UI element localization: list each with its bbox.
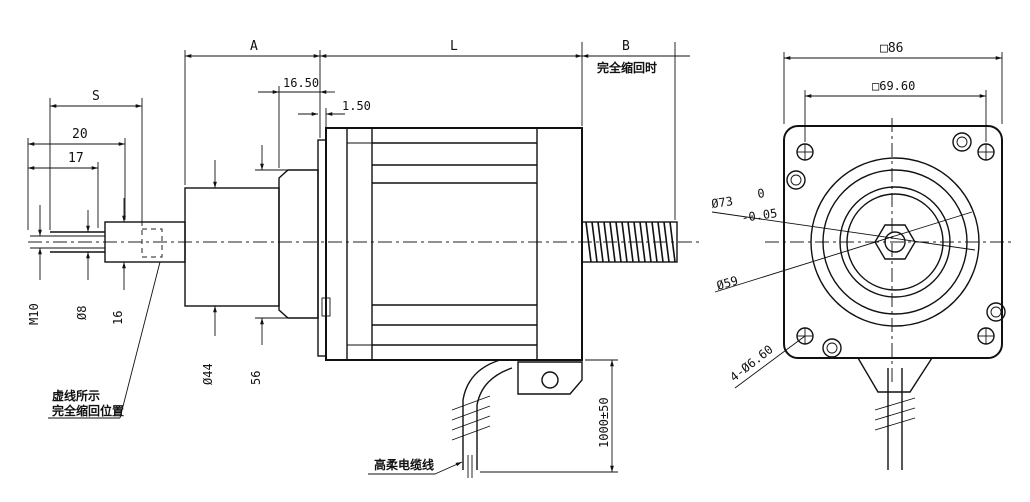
dim-56: 56 bbox=[249, 371, 263, 385]
thread-line bbox=[633, 221, 640, 263]
dim-17: 17 bbox=[68, 151, 84, 166]
dim-phi44: Ø44 bbox=[201, 363, 215, 385]
note-dashed-shows: 虚线所示 bbox=[52, 388, 100, 403]
front-housing bbox=[184, 187, 280, 307]
circle-59 bbox=[839, 186, 951, 298]
thread-line bbox=[627, 221, 634, 263]
cable-bracket bbox=[517, 361, 583, 395]
note-cable: 高柔电缆线 bbox=[374, 457, 434, 472]
retracted-rod-hidden bbox=[141, 228, 163, 258]
cable bbox=[451, 359, 513, 478]
side-view: A L B 完全缩回时 16.50 1.50 S 20 bbox=[27, 39, 700, 478]
dim-A: A bbox=[250, 39, 258, 54]
note-retracted-full: 完全缩回时 bbox=[597, 60, 657, 75]
mounting-holes bbox=[796, 143, 995, 345]
dim-phi73-tol-lower: -0.05 bbox=[740, 206, 778, 225]
thread-line bbox=[609, 221, 616, 263]
dim-cable-length: 1000±50 bbox=[597, 397, 611, 448]
hex-nut bbox=[874, 224, 916, 260]
dim-phi59: Ø59 bbox=[715, 273, 740, 292]
dim-1-50: 1.50 bbox=[342, 99, 371, 113]
end-square-body bbox=[783, 125, 1003, 359]
dim-M10: M10 bbox=[27, 303, 41, 325]
screws bbox=[786, 132, 1006, 358]
output-rod bbox=[40, 221, 186, 263]
thread-line bbox=[621, 221, 628, 263]
motor-body bbox=[325, 127, 583, 361]
thread-line bbox=[657, 221, 664, 263]
dim-phi8: Ø8 bbox=[75, 306, 89, 320]
thread-line bbox=[645, 221, 652, 263]
thread-line bbox=[669, 221, 676, 263]
dim-sq69-60: □69.60 bbox=[872, 79, 915, 93]
pilot-circle-73 bbox=[810, 157, 980, 327]
thread-line bbox=[585, 221, 592, 263]
dim-S: S bbox=[92, 89, 100, 104]
thread-line bbox=[639, 221, 646, 263]
dim-phi73: Ø73 bbox=[710, 194, 733, 211]
dim-16-50: 16.50 bbox=[283, 76, 319, 90]
lead-screw bbox=[581, 221, 678, 263]
dim-sq86: □86 bbox=[880, 41, 903, 56]
thread-line bbox=[603, 221, 610, 263]
thread-line bbox=[615, 221, 622, 263]
dim-B: B bbox=[622, 39, 630, 54]
flange bbox=[317, 139, 327, 357]
dim-20: 20 bbox=[72, 127, 88, 142]
thread-line bbox=[651, 221, 658, 263]
end-view: □86 □69.60 Ø73 0 -0.05 Ø59 4-Ø6.60 bbox=[710, 41, 1015, 470]
dim-L: L bbox=[450, 39, 458, 54]
cable-boss bbox=[857, 357, 933, 393]
thread-line bbox=[591, 221, 598, 263]
note-retracted-position: 完全缩回位置 bbox=[52, 403, 124, 418]
dim-16: 16 bbox=[111, 311, 125, 325]
thread-line bbox=[597, 221, 604, 263]
front-boss bbox=[278, 169, 319, 319]
dim-phi73-tol-upper: 0 bbox=[756, 186, 765, 201]
thread-line bbox=[663, 221, 670, 263]
